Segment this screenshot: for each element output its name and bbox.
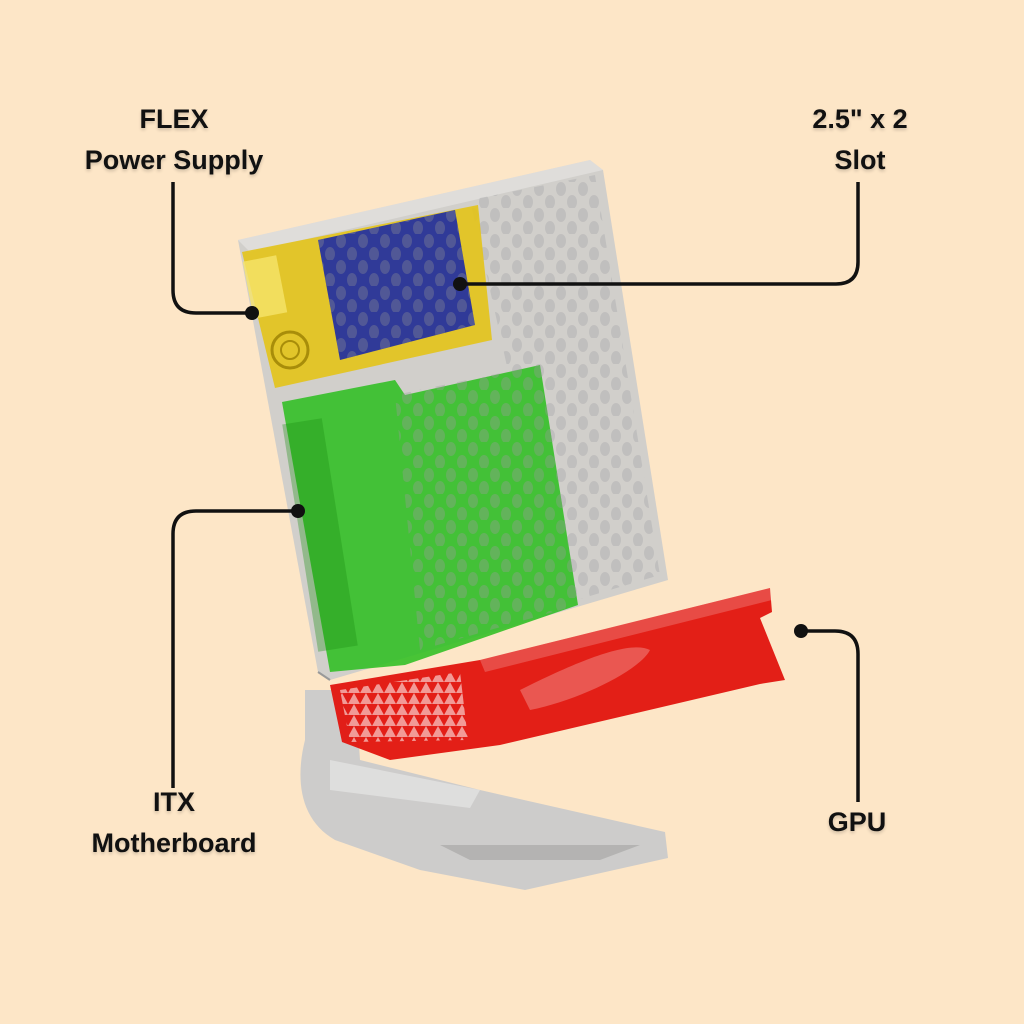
motherboard-part (282, 365, 578, 672)
ssd-leader-line (460, 182, 860, 286)
psu-leader-line (171, 182, 252, 315)
psu-leader-dot (245, 306, 259, 320)
psu-label-line2: Power Supply (84, 145, 264, 175)
gpu-leader-dot (794, 624, 808, 638)
motherboard-label-line2: Motherboard (91, 828, 257, 858)
motherboard-leader-dot (291, 504, 305, 518)
ssd-slot-label: 2.5" x 2 Slot (770, 99, 950, 181)
ssd-label-line1: 2.5" x 2 (812, 104, 908, 134)
psu-label-line1: FLEX (139, 104, 209, 134)
gpu-part (330, 588, 785, 760)
gpu-label: GPU (790, 802, 924, 843)
motherboard-leader-line (171, 509, 298, 788)
motherboard-label-line1: ITX (152, 787, 195, 817)
gpu-label-line1: GPU (827, 807, 887, 837)
leader-lines (171, 182, 860, 802)
psu-label: FLEX Power Supply (40, 99, 308, 181)
gpu-leader-line (801, 629, 860, 802)
case-stand (300, 690, 668, 890)
ssd-leader-dot (453, 277, 467, 291)
motherboard-label: ITX Motherboard (40, 782, 308, 864)
ssd-label-line2: Slot (834, 145, 886, 175)
ssd-part (318, 210, 475, 360)
